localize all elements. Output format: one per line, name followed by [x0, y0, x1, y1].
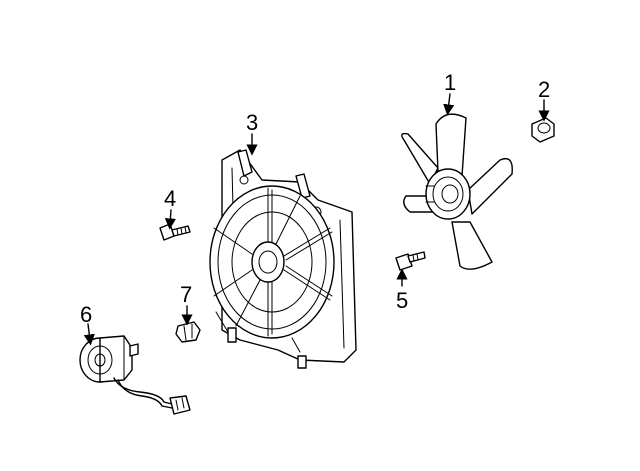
- callout-label-1: 1: [444, 70, 456, 95]
- fan-blade: [401, 113, 513, 270]
- blade-bolt: [395, 251, 426, 271]
- fan-shroud: [209, 149, 357, 369]
- callout-label-2: 2: [538, 77, 550, 102]
- fan-motor: [79, 335, 191, 415]
- callout-label-7: 7: [180, 282, 192, 307]
- callout-label-3: 3: [246, 110, 258, 135]
- clip: [175, 321, 201, 343]
- callout-leaders: [83, 93, 550, 346]
- nut: [531, 117, 555, 143]
- callout-label-5: 5: [396, 288, 408, 313]
- shroud-bolt: [159, 223, 191, 241]
- callout-label-4: 4: [164, 186, 176, 211]
- callout-label-6: 6: [80, 302, 92, 327]
